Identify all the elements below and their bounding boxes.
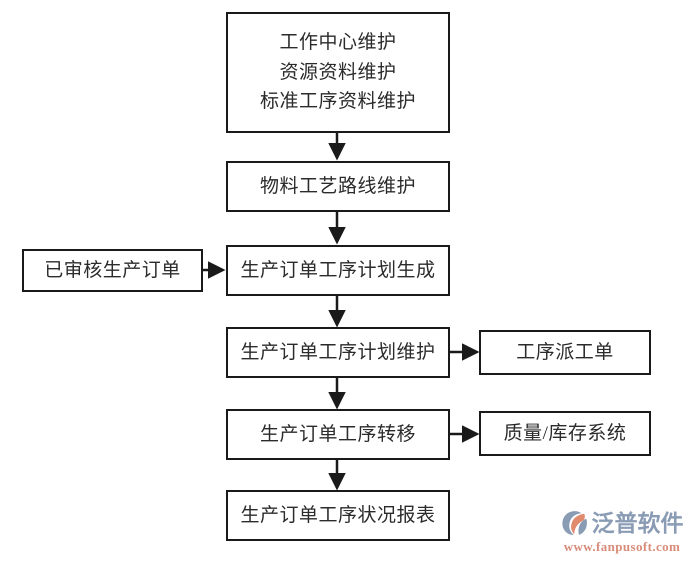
node-label-line: 物料工艺路线维护 [259, 175, 416, 197]
node-maintenance-master[interactable]: 工作中心维护 资源资料维护 标准工序资料维护 [226, 12, 450, 133]
node-material-routing[interactable]: 物料工艺路线维护 [226, 161, 450, 212]
node-label-line: 质量/库存系统 [503, 422, 627, 444]
node-plan-maintain[interactable]: 生产订单工序计划维护 [226, 327, 450, 378]
node-approved-order[interactable]: 已审核生产订单 [22, 249, 203, 292]
node-label-line: 已审核生产订单 [44, 259, 181, 281]
node-label-line: 生产订单工序计划维护 [240, 341, 436, 363]
watermark-logo: 泛普软件 www.fanpusoft.com [556, 503, 688, 559]
node-quality-inventory[interactable]: 质量/库存系统 [479, 411, 651, 456]
node-label-line: 生产订单工序计划生成 [240, 259, 436, 281]
watermark-url-text: www.fanpusoft.com [563, 539, 681, 554]
fanpu-logo-icon [561, 511, 587, 535]
watermark-brand-text: 泛普软件 [591, 509, 684, 536]
node-label-line: 工作中心维护 [279, 32, 397, 54]
node-label-line: 生产订单工序转移 [259, 423, 416, 445]
node-label-line: 标准工序资料维护 [259, 91, 416, 113]
node-plan-generate[interactable]: 生产订单工序计划生成 [226, 245, 450, 296]
node-label-line: 资源资料维护 [279, 61, 397, 83]
node-label-line: 生产订单工序状况报表 [240, 504, 436, 526]
node-operation-transfer[interactable]: 生产订单工序转移 [226, 409, 450, 460]
node-dispatch-order[interactable]: 工序派工单 [479, 330, 651, 375]
node-status-report[interactable]: 生产订单工序状况报表 [226, 490, 450, 541]
node-label-line: 工序派工单 [516, 341, 614, 363]
watermark-brand-row: 泛普软件 [561, 509, 684, 537]
